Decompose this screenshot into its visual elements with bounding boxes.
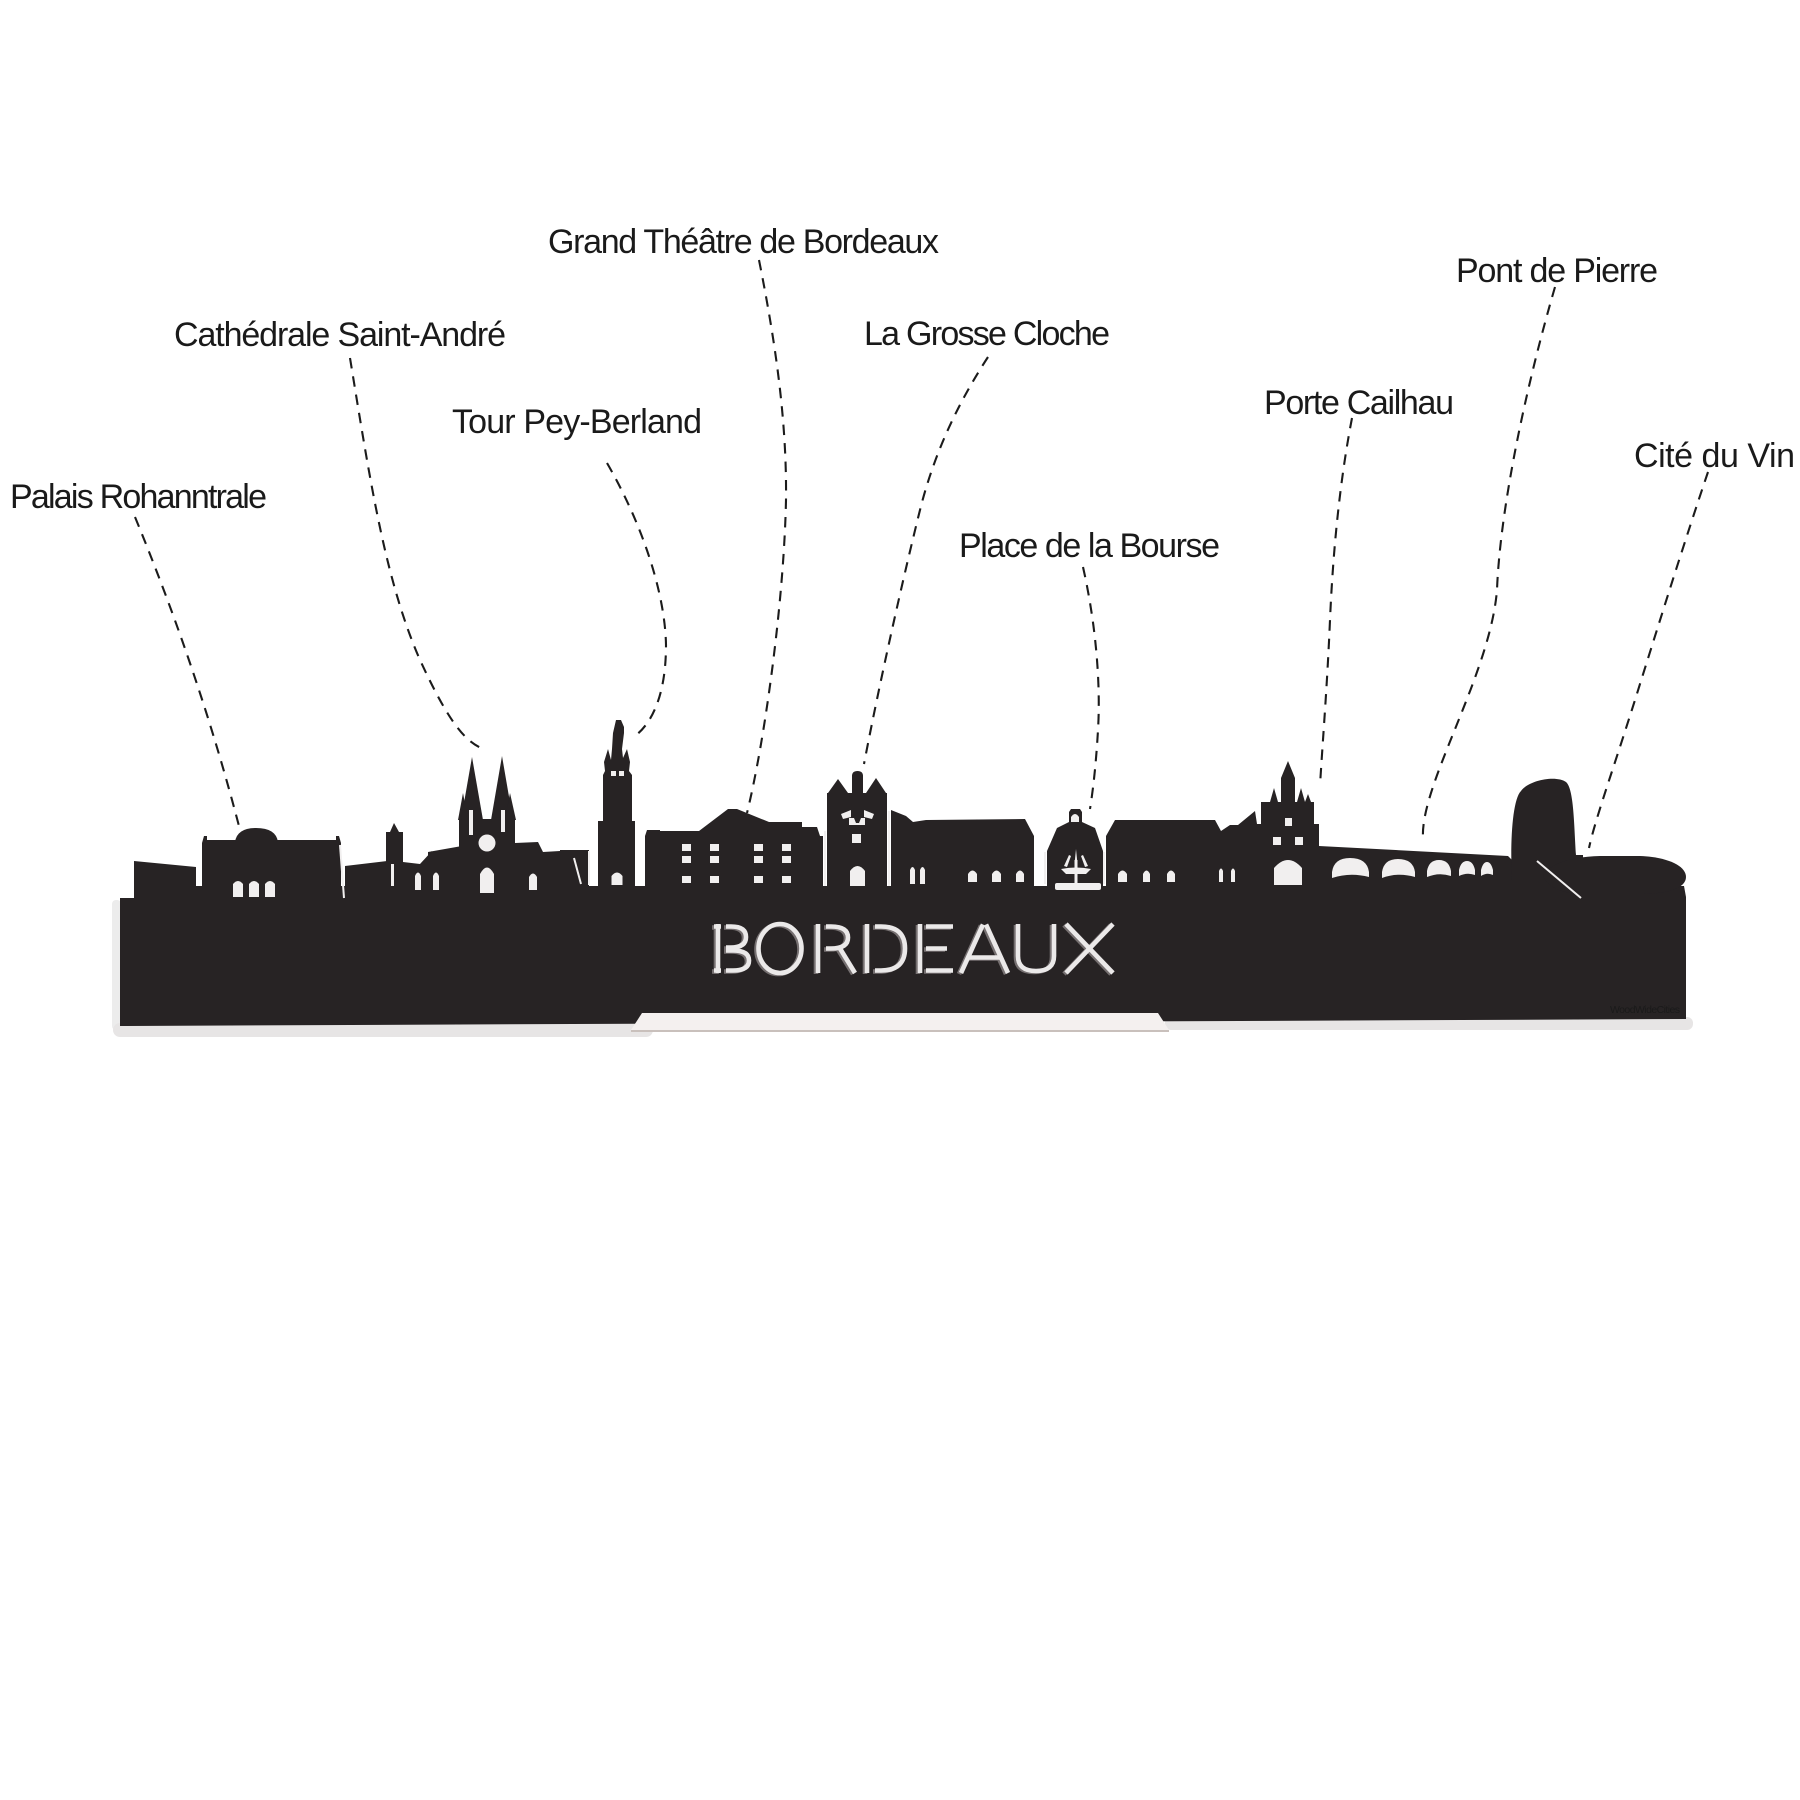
svg-text:Cité du Vin: Cité du Vin (1634, 437, 1795, 475)
svg-text:Grand Théâtre de Bordeaux: Grand Théâtre de Bordeaux (548, 223, 939, 261)
svg-text:Cathédrale Saint-André: Cathédrale Saint-André (174, 316, 506, 354)
svg-text:Tour Pey-Berland: Tour Pey-Berland (452, 403, 702, 441)
svg-text:Pont de Pierre: Pont de Pierre (1456, 252, 1658, 290)
svg-text:WoodWideCities: WoodWideCities (1610, 1004, 1680, 1016)
svg-text:La Grosse Cloche: La Grosse Cloche (864, 315, 1110, 353)
svg-text:Palais Rohanntrale: Palais Rohanntrale (10, 478, 267, 516)
svg-text:Place de la Bourse: Place de la Bourse (959, 527, 1220, 565)
svg-text:Porte Cailhau: Porte Cailhau (1264, 384, 1454, 422)
